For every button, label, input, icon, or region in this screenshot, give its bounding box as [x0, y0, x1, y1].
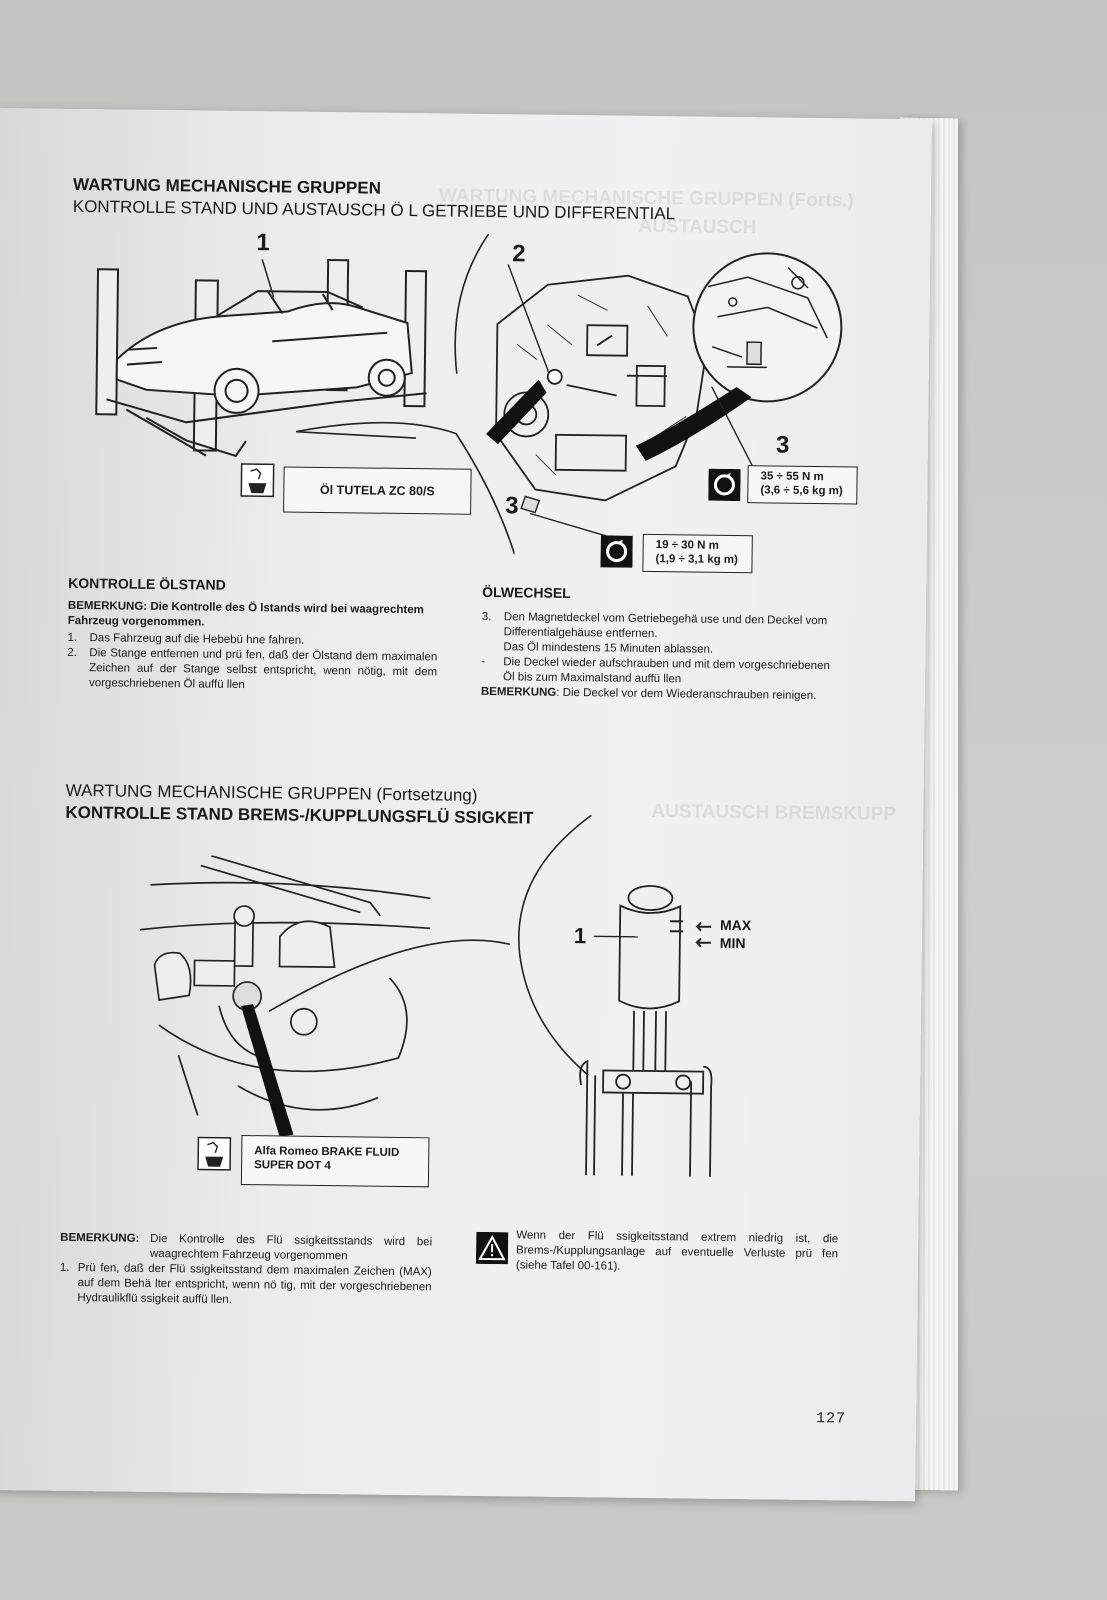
torque-wrench-icon	[708, 468, 741, 502]
callout-2: 2	[512, 240, 526, 268]
detail-lens-outline	[268, 814, 592, 1076]
torque-a-line2: (3,6 ÷ 5,6 kg m)	[760, 484, 843, 498]
show-through-text: AUSTAUSCH BREMSKUPP	[651, 801, 897, 825]
oil-level-heading: KONTROLLE ÖLSTAND	[68, 574, 226, 593]
car-on-lift-drawing	[95, 259, 428, 458]
list-item: 1. Prü fen, daß der Flü ssigkeitsstand d…	[59, 1261, 432, 1311]
oil-can-icon	[240, 463, 275, 498]
callout-leader	[529, 512, 609, 538]
brake-fluid-spec-box: Alfa Romeo BRAKE FLUID SUPER DOT 4	[240, 1135, 430, 1188]
callout-3-upper: 3	[775, 431, 790, 459]
oil-level-note: BEMERKUNG: Die Kontrolle des Ö lstands w…	[68, 599, 438, 634]
callout-1: 1	[256, 229, 270, 257]
magnified-detail-circle	[692, 252, 843, 403]
callout-leader	[261, 259, 275, 298]
item-text: Prü fen, daß der Flü ssigkeitsstand dem …	[77, 1262, 432, 1306]
list-item: 2. Die Stange entfernen und prü fen, daß …	[67, 646, 438, 696]
torque-a-line1: 35 ÷ 55 N m	[760, 470, 824, 484]
note-row: BEMERKUNG: Die Kontrolle des Flü ssigkei…	[60, 1231, 432, 1266]
item-number: 1.	[67, 631, 78, 644]
fluid-level-note: BEMERKUNG: Die Kontrolle des Flü ssigkei…	[59, 1231, 432, 1311]
list-item: 3. Den Magnetdeckel vom Getriebegehä use …	[482, 610, 844, 644]
section2-title: WARTUNG MECHANISCHE GRUPPEN (Fortsetzung…	[65, 780, 478, 805]
item-number: -	[481, 655, 486, 668]
brake-reservoir-drawing	[579, 885, 713, 1177]
detail-lens-outline	[295, 233, 516, 555]
torque-wrench-icon	[600, 535, 633, 568]
callout-3-lower: 3	[505, 492, 519, 520]
reservoir-callout-1: 1	[573, 923, 587, 949]
note-label: BEMERKUNG	[480, 685, 557, 699]
item-number: 3.	[481, 610, 492, 624]
max-label: MAX	[719, 916, 752, 934]
item-number: 1.	[59, 1261, 70, 1274]
min-label: MIN	[719, 934, 746, 952]
manual-page: WARTUNG MECHANISCHE GRUPPEN (Forts.) AUS…	[0, 108, 932, 1502]
item-text: Die Deckel wieder aufschrauben und mit d…	[503, 656, 830, 686]
torque-spec-b: 19 ÷ 30 N m (1,9 ÷ 3,1 kg m)	[642, 533, 753, 574]
note-text: Die Kontrolle des Flü ssigkeitsstands wi…	[149, 1232, 433, 1263]
note-label: BEMERKUNG:	[60, 1231, 140, 1245]
item-text: Die Stange entfernen und prü fen, daß de…	[88, 647, 438, 692]
oil-change-heading: ÖLWECHSEL	[482, 583, 571, 602]
item-number	[481, 640, 503, 655]
oil-change-steps: 3. Den Magnetdeckel vom Getriebegehä use …	[481, 610, 844, 704]
torque-spec-a: 35 ÷ 55 N m (3,6 ÷ 5,6 kg m)	[747, 465, 858, 505]
warning-triangle-icon	[475, 1231, 509, 1265]
engine-bay-drawing	[139, 854, 431, 1137]
note-label: BEMERKUNG:	[67, 599, 148, 613]
note-text: : Die Deckel vor dem Wiederanschrauben r…	[556, 686, 817, 703]
section1-title: WARTUNG MECHANISCHE GRUPPEN	[72, 174, 382, 198]
item-text: Den Magnetdeckel vom Getriebegehä use un…	[503, 611, 828, 641]
item-number: 2.	[67, 646, 78, 659]
oil-level-steps: 1.Das Fahrzeug auf die Hebebü hne fahren…	[67, 631, 438, 696]
callout-leader	[593, 935, 638, 938]
warning-text: Wenn der Flü ssigkeitsstand extrem niedr…	[515, 1229, 839, 1273]
torque-b-line2: (1,9 ÷ 3,1 kg m)	[655, 553, 738, 567]
level-arrows-icon	[695, 921, 712, 948]
oil-can-icon	[197, 1136, 232, 1171]
list-item: - Die Deckel wieder aufschrauben und mit …	[481, 655, 843, 689]
torque-b-line1: 19 ÷ 30 N m	[655, 539, 719, 552]
oil-spec-box: Öl TUTELA ZC 80/S	[283, 466, 472, 515]
page-number: 127	[815, 1410, 847, 1428]
oil-change-note: BEMERKUNG: Die Deckel vor dem Wiederansc…	[481, 685, 843, 704]
fluid-line2: SUPER DOT 4	[254, 1159, 331, 1173]
